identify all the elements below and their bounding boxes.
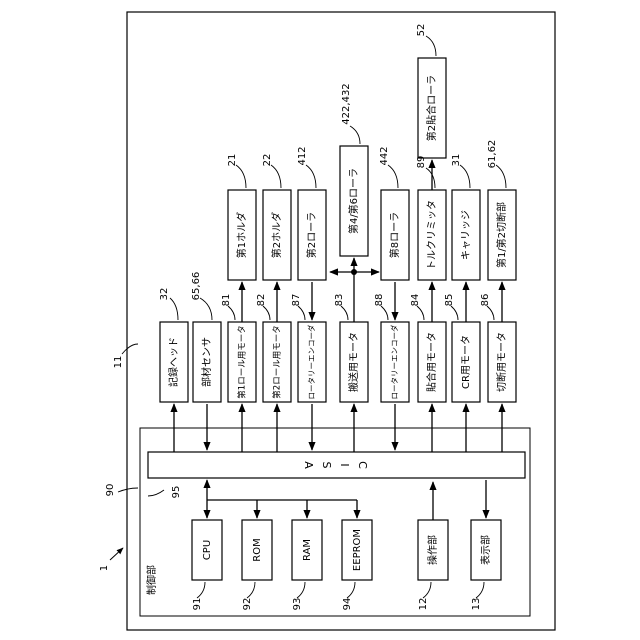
ref-numeral: 442 — [379, 146, 390, 165]
ref-numeral: 89 — [416, 156, 427, 169]
ref-numeral: 22 — [262, 154, 273, 167]
asic-letter: A — [302, 461, 315, 469]
ref-numeral: 92 — [242, 598, 253, 611]
ref-numeral: 85 — [444, 294, 455, 307]
controller-label: 制御部 — [145, 565, 158, 595]
label-roller-2: 第2ローラ — [305, 212, 318, 258]
label-eeprom: EEPROM — [352, 529, 363, 571]
ref-numeral: 91 — [192, 598, 203, 611]
ref-numeral: 95 — [171, 486, 182, 499]
ref-numeral: 88 — [374, 294, 385, 307]
ref-numeral: 94 — [342, 598, 353, 611]
ref-numeral: 422,432 — [341, 83, 352, 124]
label-cutters: 第1/第2切断部 — [495, 202, 508, 268]
ref-numeral: 82 — [256, 294, 267, 307]
label-ram: RAM — [302, 539, 313, 561]
ref-numeral: 21 — [227, 154, 238, 167]
asic-block — [148, 452, 525, 478]
label-rotary-encoder-87: ロータリーエンコーダ — [306, 324, 316, 399]
asic-letter: I — [338, 463, 351, 466]
label-roller-4-6: 第4/第6ローラ — [347, 168, 360, 234]
asic-letter: S — [320, 462, 333, 469]
label-rotary-encoder-88: ロータリーエンコーダ — [389, 324, 399, 399]
ref-numeral: 86 — [480, 294, 491, 307]
label-bonding-roller-2: 第2貼合ローラ — [425, 75, 438, 141]
label-torque-limiter: トルクリミッタ — [426, 200, 438, 270]
ref-numeral: 87 — [291, 294, 302, 307]
ref-numeral: 32 — [159, 288, 170, 301]
ref-numeral: 11 — [113, 356, 124, 369]
label-transport-motor: 搬送用モータ — [347, 332, 360, 392]
label-recording-head: 記録ヘッド — [167, 337, 180, 387]
ref-numeral: 31 — [451, 154, 462, 167]
ref-numeral: 412 — [297, 146, 308, 165]
ref-numeral: 61,62 — [487, 140, 498, 169]
ref-numeral: 65,66 — [191, 272, 202, 301]
ref-numeral: 13 — [471, 598, 482, 611]
label-roll2-motor: 第2ロール用モータ — [272, 325, 283, 398]
label-roller-8: 第8ローラ — [388, 212, 401, 258]
figure-ref-arrow — [110, 548, 123, 560]
ref-numeral: 83 — [334, 294, 345, 307]
junction-dot — [351, 269, 357, 275]
ref-numeral: 84 — [410, 294, 421, 307]
label-holder-1: 第1ホルダ — [235, 212, 248, 258]
label-rom: ROM — [252, 538, 263, 561]
ref-numeral: 1 — [99, 565, 110, 571]
label-cutting-motor: 切断用モータ — [495, 332, 508, 392]
label-carriage: キャリッジ — [461, 210, 472, 260]
label-member-sensor: 部材センサ — [200, 337, 213, 387]
label-holder-2: 第2ホルダ — [270, 212, 283, 258]
label-operation-unit: 操作部 — [426, 535, 439, 565]
ref-numeral: 90 — [105, 484, 116, 497]
ref-numeral: 81 — [221, 294, 232, 307]
label-display-unit: 表示部 — [479, 535, 492, 565]
label-bonding-motor: 貼合用モータ — [425, 332, 438, 392]
label-cpu: CPU — [202, 540, 213, 560]
ref-numeral: 12 — [418, 598, 429, 611]
ref-numeral: 93 — [292, 598, 303, 611]
label-cr-motor: CR用モータ — [460, 335, 472, 389]
asic-letter: C — [356, 461, 369, 469]
ref-numeral: 52 — [416, 24, 427, 37]
label-roll1-motor: 第1ロール用モータ — [237, 325, 248, 398]
